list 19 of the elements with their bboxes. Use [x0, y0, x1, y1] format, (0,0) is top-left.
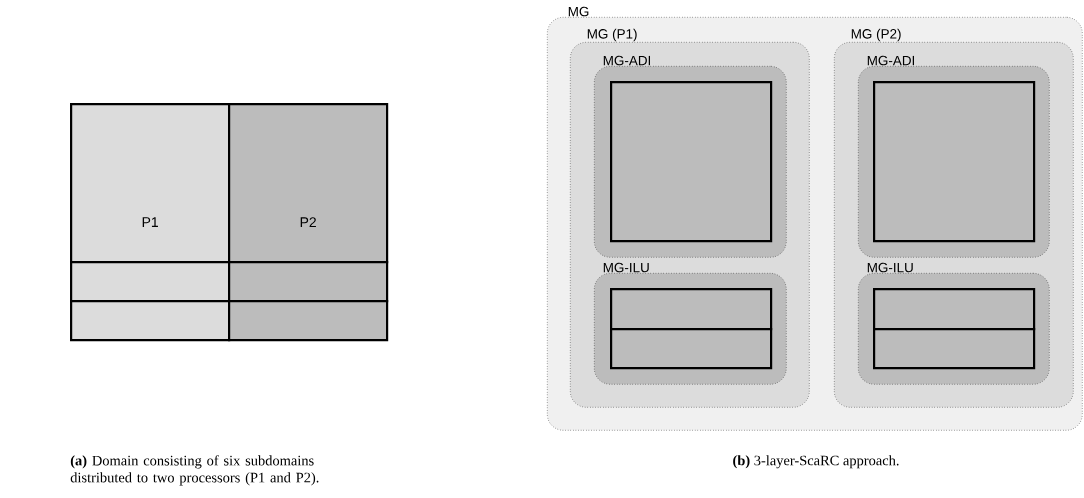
node-label: MG-ILU [867, 262, 913, 273]
node-label: MG-ADI [603, 55, 651, 66]
node-label: MG (P2) [851, 28, 901, 42]
subdomain-box [610, 288, 773, 331]
subdomain-box [228, 261, 389, 303]
node-label: MG-ADI [867, 55, 915, 66]
subdomain-box [70, 300, 231, 342]
node-label: MG (P1) [587, 28, 637, 42]
subdomain-box [873, 328, 1036, 370]
caption: (a) Domain consisting of six subdomains distributed to two processors (P1 and P2). [70, 455, 319, 486]
subdomain-box [610, 328, 773, 370]
subdomain-box [70, 261, 231, 303]
caption: (b) 3-layer-ScaRC approach. [733, 455, 899, 469]
subdomain-box [873, 288, 1036, 331]
subdomain-box [610, 81, 773, 243]
subdomain-box [873, 81, 1036, 243]
subdomain-box [228, 300, 389, 342]
node-label: MG-ILU [603, 262, 649, 273]
node-label: MG [568, 6, 589, 17]
